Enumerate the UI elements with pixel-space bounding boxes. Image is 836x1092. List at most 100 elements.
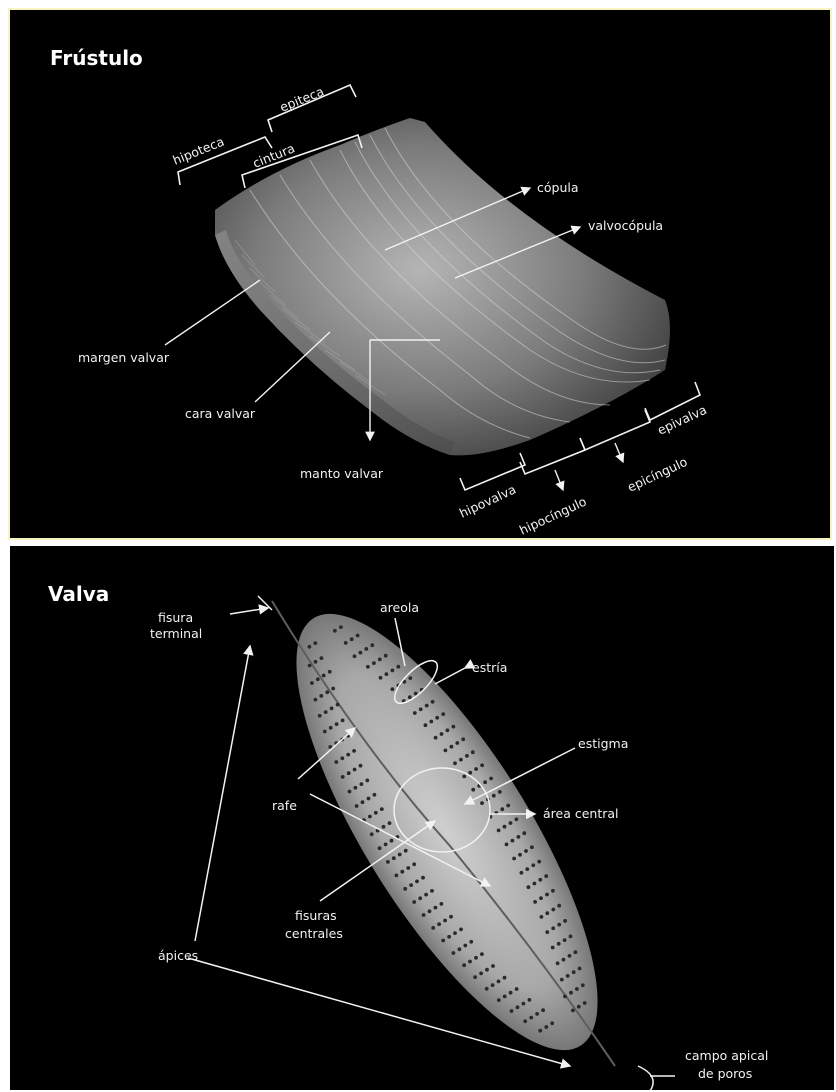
valva-diagram: fisura terminal areola estría estigma ra…: [10, 546, 834, 1090]
areola-dot: [370, 832, 374, 836]
areola-dot: [395, 874, 399, 878]
areola-dot: [461, 737, 465, 741]
fisura-terminal-label-1: fisura: [158, 610, 193, 625]
areola-dot: [440, 732, 444, 736]
areola-dot: [430, 889, 434, 893]
areola-dot: [323, 730, 327, 734]
areola-dot: [339, 625, 343, 629]
areola-dot: [497, 980, 501, 984]
areola-dot: [385, 672, 389, 676]
areola-dot: [483, 780, 487, 784]
areola-dot: [523, 1019, 527, 1023]
areola-dot: [562, 958, 566, 962]
areola-dot: [422, 913, 426, 917]
areola-dot: [551, 908, 555, 912]
frustulo-panel: Frústulo: [8, 8, 832, 540]
areola-dot: [527, 885, 531, 889]
areola-dot: [378, 658, 382, 662]
areola-dot: [400, 870, 404, 874]
areola-dot: [551, 946, 555, 950]
areola-dot: [392, 856, 396, 860]
areola-dot: [520, 871, 524, 875]
copula-label: cópula: [537, 180, 579, 195]
areola-dot: [545, 930, 549, 934]
frustule-shape: [215, 118, 670, 455]
areola-dot: [569, 935, 573, 939]
areola-dot: [328, 670, 332, 674]
areola-dot: [331, 687, 335, 691]
areola-dot: [517, 835, 521, 839]
areola-dot: [458, 947, 462, 951]
areola-dot: [408, 676, 412, 680]
areola-dot: [330, 707, 334, 711]
areola-dot: [462, 963, 466, 967]
areola-dot: [367, 797, 371, 801]
areola-dot: [412, 900, 416, 904]
areola-dot: [505, 843, 509, 847]
areola-dot: [557, 923, 561, 927]
areola-dot: [524, 849, 528, 853]
hipocingulo-label: hipocíngulo: [517, 494, 589, 538]
areola-dot: [485, 968, 489, 972]
areola-dot: [434, 906, 438, 910]
areola-dot: [491, 964, 495, 968]
areola-dot: [539, 896, 543, 900]
apices-pointer-1: [195, 646, 250, 941]
areola-dot: [468, 771, 472, 775]
areola-dot: [391, 687, 395, 691]
areola-dot: [557, 904, 561, 908]
fisura-terminal-label-2: terminal: [150, 626, 202, 641]
fisura-terminal-pointer: [230, 608, 268, 614]
fisuras-centrales-label-2: centrales: [285, 926, 343, 941]
areola-dot: [415, 880, 419, 884]
areola-dot: [322, 674, 326, 678]
areola-dot: [452, 951, 456, 955]
areola-dot: [551, 889, 555, 893]
areola-dot: [560, 978, 564, 982]
areola-dot: [545, 893, 549, 897]
areola-dot: [340, 756, 344, 760]
areola-dot: [373, 793, 377, 797]
areola-dot: [378, 846, 382, 850]
areola-dot: [540, 915, 544, 919]
apices-label: ápices: [158, 948, 198, 963]
areola-dot: [344, 641, 348, 645]
areola-dot: [353, 654, 357, 658]
areola-dot: [518, 853, 522, 857]
areola-dot: [463, 944, 467, 948]
estria-pointer: [435, 668, 465, 684]
areola-dot: [408, 695, 412, 699]
areola-dot: [535, 1012, 539, 1016]
areola-dot: [350, 637, 354, 641]
areola-label: areola: [380, 600, 419, 615]
areola-dot: [569, 991, 573, 995]
areola-dot: [506, 804, 510, 808]
areola-dot: [516, 1005, 520, 1009]
areola-dot: [473, 975, 477, 979]
areola-dot: [336, 703, 340, 707]
areola-dot: [333, 629, 337, 633]
areola-dot: [581, 983, 585, 987]
areola-dot: [568, 954, 572, 958]
areola-dot: [356, 634, 360, 638]
campo-apical-label-1: campo apical: [685, 1048, 768, 1063]
areola-dot: [515, 817, 519, 821]
areola-dot: [541, 1008, 545, 1012]
areola-dot: [530, 845, 534, 849]
areola-dot: [406, 866, 410, 870]
areola-dot: [492, 794, 496, 798]
areola-dot: [347, 771, 351, 775]
areola-dot: [390, 839, 394, 843]
areola-dot: [511, 839, 515, 843]
areola-dot: [384, 843, 388, 847]
areola-dot: [424, 893, 428, 897]
areola-dot: [571, 1009, 575, 1013]
areola-dot: [431, 926, 435, 930]
areola-dot: [386, 860, 390, 864]
epicingulo-label: epicíngulo: [625, 454, 690, 495]
areola-dot: [491, 983, 495, 987]
frustulo-diagram: hipoteca epiteca cintura cópula valvocóp…: [10, 10, 830, 538]
areola-dot: [425, 704, 429, 708]
areola-dot: [353, 768, 357, 772]
frustulo-image-area: Frústulo: [10, 10, 830, 538]
